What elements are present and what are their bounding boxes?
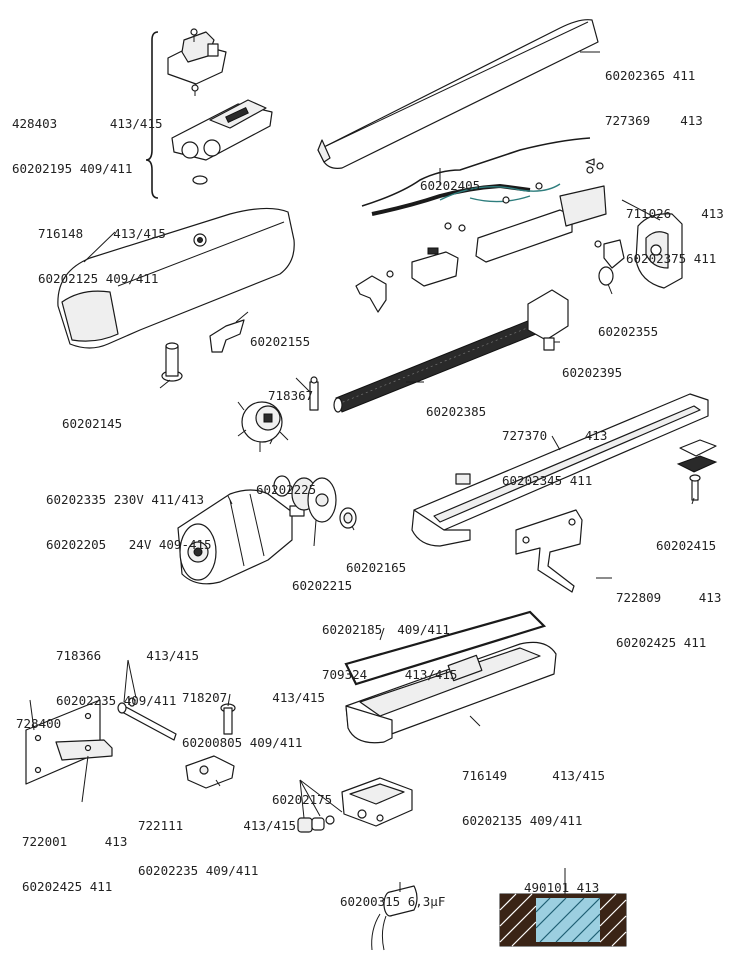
motor-unit [177,489,305,585]
label-428403: 428403 413/415 60202195 409/411 [12,116,163,176]
label-60202335: 60202335 230V 411/413 60202205 24V 409-4… [46,492,212,552]
lower-bracket-part [171,99,273,185]
label-711026: 711026 413 60202375 411 [626,206,724,266]
label-722111: 722111 413/415 60202235 409/411 [138,818,297,878]
label-60202165: 60202165 [346,560,407,575]
label-722809: 722809 413 60202425 411 [616,590,722,650]
label-60202225: 60202225 [256,482,317,497]
bush-60202355 [598,266,614,286]
bottom-case [345,641,557,744]
bearing-60202165 [339,507,357,529]
group-bracket [145,31,159,199]
label-716149: 716149 413/415 60202135 409/411 [462,768,605,828]
label-60202395: 60202395 [562,365,623,380]
pin-718367 [309,376,319,411]
label-60202185: 60202185 409/411 709324 413/415 [322,622,458,682]
label-60202355: 60202355 [598,324,659,339]
slide-rail [411,393,709,547]
wiring-harness [361,137,591,216]
limit-switch-plate [475,185,607,263]
bracket-722809 [515,509,583,593]
gear-60202225 [237,401,289,452]
label-60202405: 60202405 [420,178,481,193]
label-722001: 722001 413 60202425 411 [22,834,128,894]
fork-722111 [185,755,235,789]
junction-box [341,777,413,827]
label-60202385: 60202385 [426,404,487,419]
label-490101: 490101 413 [524,880,600,895]
label-728400: 728400 [16,716,62,731]
label-718366: 718366 413/415 60202235 409/411 [56,648,199,708]
small-bracket [594,239,625,269]
label-718207: 718207 413/415 60200805 409/411 [182,690,325,750]
terminal-block [411,247,459,287]
plates-60202415 [676,439,718,501]
clip-part [355,275,387,313]
leader-lines [29,51,695,894]
label-60202215: 60202215 [292,578,353,593]
bracket-60202155 [209,319,245,353]
pin-718366 [117,697,177,741]
motor-cover [57,207,295,349]
label-60202145: 60202145 [62,416,123,431]
label-60202175: 60202175 [272,792,333,807]
label-716148: 716148 413/415 60202125 409/411 [38,226,166,286]
gasket-60202185 [344,610,547,686]
end-cap [635,213,683,289]
cable-gland [297,815,335,833]
capacitor [371,885,418,951]
label-718367: 718367 [268,388,314,403]
plate-728400 [25,699,113,785]
screws-group [386,158,604,278]
top-cover-profile [317,19,599,169]
nut-block [527,289,569,351]
brush-strip [499,893,627,947]
pin-60202145 [161,342,183,382]
label-60200315: 60200315 6,3µF [340,894,446,909]
label-727370: 727370 413 60202345 411 [502,428,608,488]
gear-train [273,475,337,523]
label-60202415: 60202415 [656,538,717,553]
label-60202365: 60202365 411 727369 413 [605,68,703,128]
upper-bracket-part [167,28,227,96]
label-60202155: 60202155 [250,334,311,349]
